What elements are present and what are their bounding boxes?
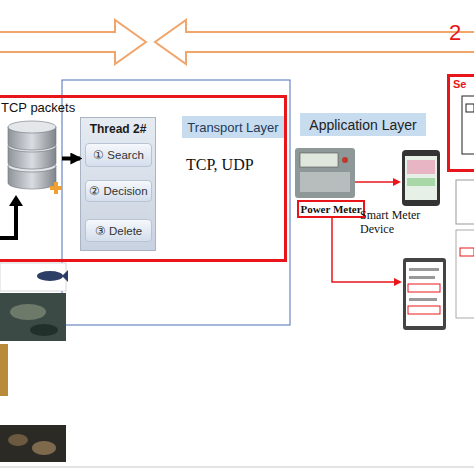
node-text: Thread 2# — [81, 122, 155, 136]
phone-screen-area — [407, 178, 435, 186]
device-photo — [456, 230, 474, 318]
fish-shape — [10, 304, 46, 320]
red-leader-arrow — [355, 181, 398, 183]
phone-screen — [405, 156, 437, 200]
shell-photo — [0, 425, 66, 462]
fish-photo — [0, 263, 66, 291]
phone-screen — [406, 262, 443, 326]
screen-highlight — [408, 306, 440, 314]
red-arrow-head — [394, 278, 402, 286]
device-photo — [456, 180, 474, 224]
database-icon: TCP packets — [0, 100, 62, 200]
database-disk-top — [8, 121, 56, 133]
device-caption: Smart Meter Device — [360, 208, 424, 236]
layer-title: Transport Layer — [182, 116, 284, 138]
screen-highlight — [460, 248, 474, 256]
step-box: ③ Delete — [85, 219, 152, 242]
device-sketch — [462, 96, 474, 154]
device-sketch — [466, 104, 474, 112]
shell-shape — [8, 434, 28, 446]
fish-photo — [0, 344, 8, 396]
screen-line — [409, 298, 437, 301]
node-text: Application Layer — [309, 117, 416, 133]
node-text: Transport Layer — [187, 120, 278, 135]
phone-screen-area — [407, 160, 435, 174]
flow-connector — [62, 157, 80, 161]
node-text: ② Decision — [89, 184, 147, 198]
section-frame: Se — [447, 74, 474, 172]
plus-symbol — [54, 182, 58, 194]
node-text: Power Meter — [300, 203, 361, 215]
red-arrow-head — [393, 178, 401, 186]
screen-line — [409, 268, 439, 271]
meter-panel — [300, 172, 350, 192]
shell-shape — [32, 441, 56, 455]
layer-title: Application Layer — [300, 113, 426, 136]
input-arrow — [0, 204, 16, 238]
device-label: Power Meter — [297, 200, 365, 218]
flow-arrow — [155, 20, 474, 64]
frame-line — [0, 467, 474, 468]
step-box: ② Decision — [85, 180, 152, 202]
thread-box: ① Search ② Decision ③ Delete Thread 2# — [80, 117, 156, 251]
phone-photo — [402, 150, 440, 206]
input-arrow-head — [9, 195, 23, 206]
section-frame: TCP packets ① Search ② Decision ③ Delete Thr… — [0, 95, 287, 262]
layer-frame — [62, 80, 290, 325]
meter-display — [300, 153, 338, 167]
database-symbol — [0, 100, 62, 200]
node-text: ① Search — [93, 148, 144, 162]
power-meter-photo — [295, 148, 355, 198]
fish-photo — [0, 293, 66, 341]
meter-button — [342, 157, 348, 163]
flow-arrow — [0, 20, 146, 64]
node-text: TCP, UDP — [186, 156, 254, 174]
node-text: TCP packets — [1, 100, 75, 115]
fish-shape — [37, 271, 63, 281]
fish-tail — [62, 270, 68, 282]
screen-line — [409, 276, 435, 279]
callout-number: 2 — [449, 20, 461, 46]
node-text: ③ Delete — [95, 224, 142, 238]
screen-highlight — [408, 284, 440, 292]
step-box: ① Search — [85, 143, 152, 167]
fish-shape — [30, 324, 58, 336]
node-text: Se — [453, 78, 466, 90]
phone-photo — [403, 258, 446, 330]
